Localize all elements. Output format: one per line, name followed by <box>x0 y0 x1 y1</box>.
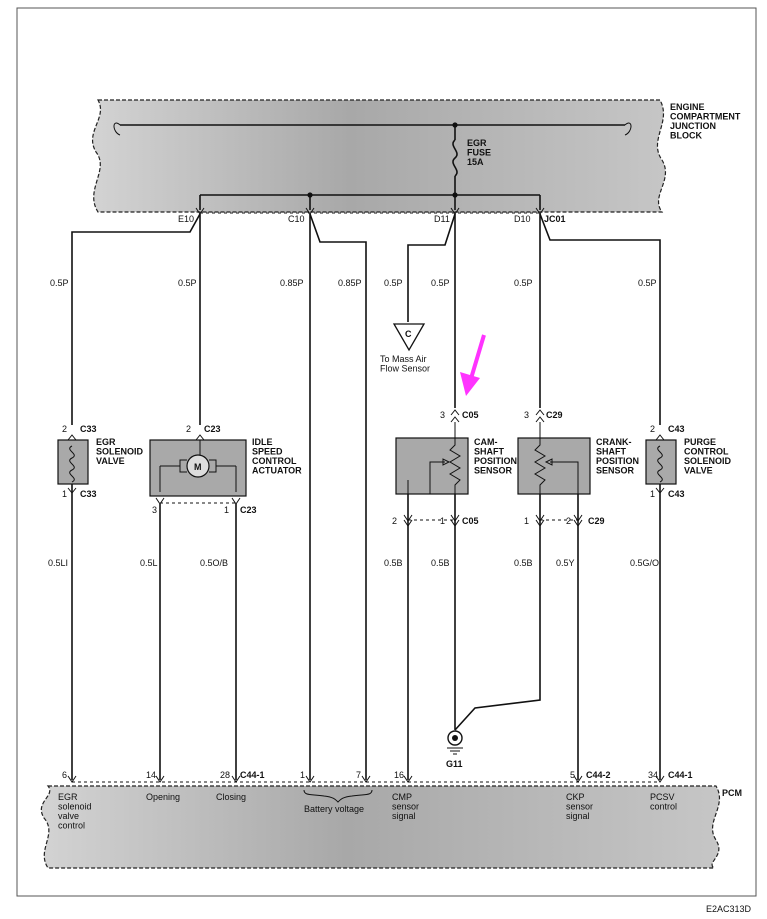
svg-text:Opening: Opening <box>146 792 180 802</box>
svg-text:C29: C29 <box>546 410 563 420</box>
svg-text:PCM: PCM <box>722 788 742 798</box>
svg-text:34: 34 <box>648 770 658 780</box>
svg-text:1: 1 <box>300 770 305 780</box>
svg-text:16: 16 <box>394 770 404 780</box>
svg-text:0.5B: 0.5B <box>431 558 450 568</box>
svg-text:C05: C05 <box>462 516 479 526</box>
svg-text:Closing: Closing <box>216 792 246 802</box>
svg-text:1: 1 <box>650 489 655 499</box>
svg-text:C33: C33 <box>80 489 97 499</box>
svg-text:0.5LI: 0.5LI <box>48 558 68 568</box>
svg-text:0.5P: 0.5P <box>638 278 657 288</box>
ground-g11: G11 <box>446 730 463 769</box>
svg-text:C29: C29 <box>588 516 605 526</box>
svg-text:14: 14 <box>146 770 156 780</box>
svg-text:0.5P: 0.5P <box>514 278 533 288</box>
svg-text:7: 7 <box>356 770 361 780</box>
svg-text:E10: E10 <box>178 214 194 224</box>
svg-text:C43: C43 <box>668 489 685 499</box>
svg-text:2: 2 <box>566 516 571 526</box>
svg-text:C23: C23 <box>204 424 221 434</box>
svg-text:2: 2 <box>186 424 191 434</box>
svg-text:0.5L: 0.5L <box>140 558 158 568</box>
svg-text:6: 6 <box>62 770 67 780</box>
svg-text:3: 3 <box>152 505 157 515</box>
svg-text:0.85P: 0.85P <box>280 278 304 288</box>
svg-text:3: 3 <box>440 410 445 420</box>
svg-text:1: 1 <box>224 505 229 515</box>
svg-text:C23: C23 <box>240 505 257 515</box>
svg-text:0.5P: 0.5P <box>50 278 69 288</box>
svg-text:C44-1: C44-1 <box>240 770 265 780</box>
svg-text:28: 28 <box>220 770 230 780</box>
fuse-symbol <box>452 139 458 177</box>
svg-text:C44-1: C44-1 <box>668 770 693 780</box>
upper-wire-labels: 0.5P 0.5P 0.85P 0.85P 0.5P 0.5P 0.5P 0.5… <box>50 278 657 288</box>
svg-text:5: 5 <box>570 770 575 780</box>
battery-voltage-label: Battery voltage <box>304 804 364 814</box>
svg-text:2: 2 <box>392 516 397 526</box>
svg-text:JC01: JC01 <box>544 214 566 224</box>
svg-text:2: 2 <box>62 424 67 434</box>
svg-text:D11: D11 <box>434 214 450 224</box>
svg-text:C44-2: C44-2 <box>586 770 611 780</box>
svg-text:0.5G/O: 0.5G/O <box>630 558 659 568</box>
pcm-pins: 6 14 28 C44-1 1 7 16 5 C44-2 34 C44-1 EG… <box>58 770 693 831</box>
svg-text:C10: C10 <box>288 214 305 224</box>
svg-text:C05: C05 <box>462 410 479 420</box>
svg-text:D10: D10 <box>514 214 531 224</box>
svg-text:C33: C33 <box>80 424 97 434</box>
svg-text:2: 2 <box>650 424 655 434</box>
svg-text:C43: C43 <box>668 424 685 434</box>
svg-text:G11: G11 <box>446 759 463 769</box>
svg-text:C: C <box>405 329 412 339</box>
svg-text:M: M <box>194 462 202 472</box>
figure-code: E2AC313D <box>706 904 752 914</box>
svg-text:0.5B: 0.5B <box>384 558 403 568</box>
top-connectors: E10 C10 D11 D10 JC01 <box>178 214 566 224</box>
svg-text:0.5P: 0.5P <box>384 278 403 288</box>
svg-text:0.5B: 0.5B <box>514 558 533 568</box>
highlight-arrow <box>460 334 486 396</box>
svg-text:3: 3 <box>524 410 529 420</box>
svg-text:1: 1 <box>62 489 67 499</box>
svg-text:1: 1 <box>440 516 445 526</box>
svg-text:0.85P: 0.85P <box>338 278 362 288</box>
svg-text:0.5P: 0.5P <box>431 278 450 288</box>
svg-text:1: 1 <box>524 516 529 526</box>
svg-text:0.5P: 0.5P <box>178 278 197 288</box>
page-frame <box>16 7 757 897</box>
lower-wire-labels: 0.5LI 0.5L 0.5O/B 0.5B 0.5B 0.5B 0.5Y 0.… <box>48 558 659 568</box>
svg-text:0.5O/B: 0.5O/B <box>200 558 228 568</box>
svg-text:0.5Y: 0.5Y <box>556 558 575 568</box>
